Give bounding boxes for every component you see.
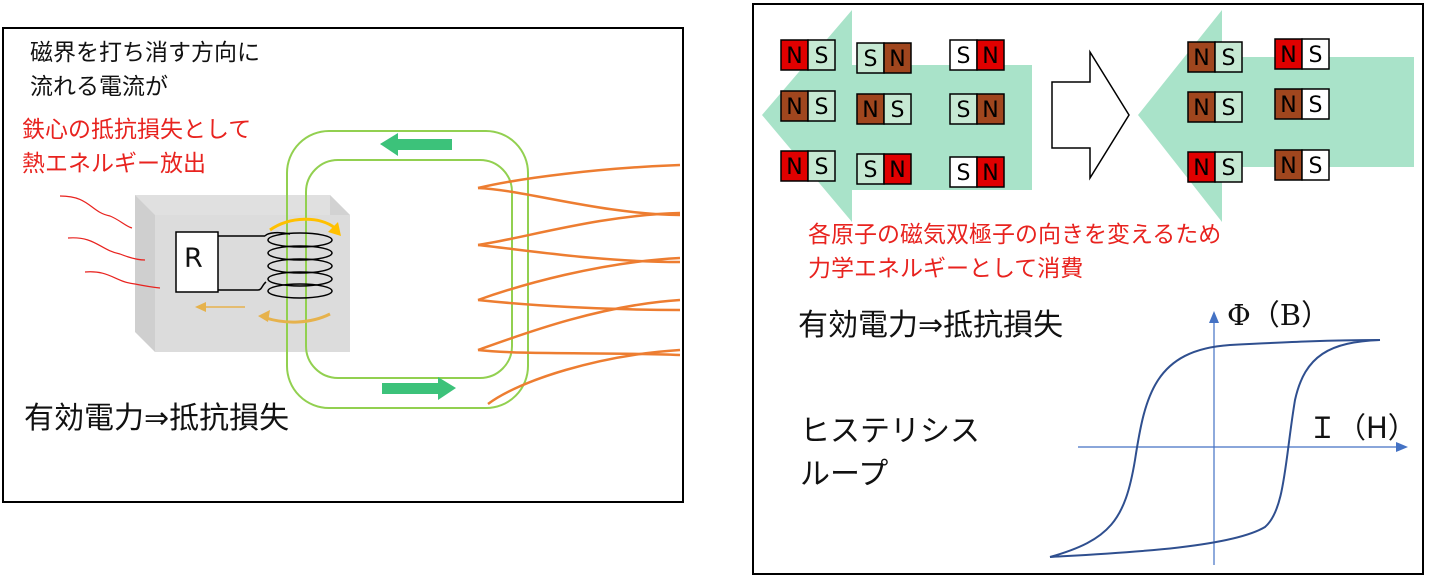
hysteresis-graph xyxy=(1049,311,1408,565)
magnet-n-pole xyxy=(1274,38,1303,70)
magnet-s-pole xyxy=(949,39,978,71)
magnet-s-pole xyxy=(1214,41,1243,73)
resistor-label: R xyxy=(184,243,203,274)
field-line xyxy=(487,348,681,406)
field-line xyxy=(477,256,681,302)
eddy-arrow-upper-icon xyxy=(328,222,341,236)
right-active-power-label: 有効電力⇒抵抗損失 xyxy=(798,308,1064,343)
magnetic-field-lines xyxy=(477,163,681,406)
hysteresis-loop-label: ヒステリシス ループ xyxy=(800,414,980,492)
magnet-s-label: S xyxy=(1222,96,1236,121)
magnet-n-label: N xyxy=(1193,96,1209,121)
magnet-s-label: S xyxy=(891,98,905,123)
magnet-s-pole xyxy=(1301,38,1330,70)
magnet-s-pole xyxy=(1301,88,1330,120)
transition-arrow-icon xyxy=(1051,49,1130,181)
magnet-n-pole xyxy=(1187,91,1216,123)
iron-loss-note: 鉄心の抵抗損失として 熱エネルギー放出 xyxy=(22,117,252,177)
flux-arrow-left-icon xyxy=(380,133,452,156)
magnet-s-label: S xyxy=(1309,43,1323,68)
eddy-arrow-lower-icon xyxy=(258,310,270,322)
magnet-s-label: S xyxy=(815,44,829,69)
magnet-s-pole xyxy=(807,150,836,182)
magnetic-core-outline xyxy=(286,130,529,409)
magnet-n-label: N xyxy=(1193,46,1209,71)
magnet-n-label: N xyxy=(786,95,802,120)
hysteresis-ascending-curve xyxy=(1049,339,1381,558)
magnet-n-pole xyxy=(856,93,885,125)
field-line xyxy=(477,211,681,247)
left-active-power-label: 有効電力⇒抵抗損失 xyxy=(24,401,290,436)
flux-direction-arrows xyxy=(380,133,456,400)
magnet-s-pole xyxy=(807,90,836,122)
magnet-s-label: S xyxy=(815,155,829,180)
magnet-s-label: S xyxy=(1309,154,1323,179)
magnet-n-label: N xyxy=(862,98,878,123)
magnet-n-label: N xyxy=(1280,93,1296,118)
magnet-n-label: N xyxy=(982,44,998,69)
magnet-s-pole xyxy=(1214,151,1243,183)
magnet-n-label: N xyxy=(786,155,802,180)
magnet-s-pole xyxy=(1214,91,1243,123)
magnet-s-pole xyxy=(949,156,978,188)
field-line xyxy=(477,298,681,352)
magnet-s-pole xyxy=(1301,149,1330,181)
magnet-n-pole xyxy=(780,90,809,122)
magnet-n-pole xyxy=(883,153,912,185)
magnet-n-label: N xyxy=(1280,154,1296,179)
magnet-n-pole xyxy=(976,156,1005,188)
magnet-n-label: N xyxy=(889,158,905,183)
magnet-n-pole xyxy=(1187,151,1216,183)
field-line xyxy=(477,348,681,357)
magnet-n-label: N xyxy=(1193,156,1209,181)
magnet-n-pole xyxy=(883,42,912,74)
magnet-n-pole xyxy=(1187,41,1216,73)
magnet-s-pole xyxy=(949,93,978,125)
magnet-n-label: N xyxy=(982,98,998,123)
x-axis-arrow-icon xyxy=(1396,442,1408,452)
current-note: 磁界を打ち消す方向に 流れる電流が xyxy=(30,40,260,100)
magnet-s-label: S xyxy=(864,47,878,72)
magnet-s-label: S xyxy=(864,158,878,183)
field-line xyxy=(477,298,681,312)
magnet-n-label: N xyxy=(889,47,905,72)
magnet-s-label: S xyxy=(1309,93,1323,118)
magnet-n-pole xyxy=(976,93,1005,125)
hysteresis-descending-curve xyxy=(1049,339,1381,558)
current-arrow-left-icon xyxy=(195,302,206,312)
y-axis-label: Φ（B） xyxy=(1227,298,1331,332)
eddy-current-arrows xyxy=(195,217,341,324)
magnet-s-label: S xyxy=(957,44,971,69)
magnet-s-pole xyxy=(856,42,885,74)
magnet-n-pole xyxy=(976,39,1005,71)
magnet-s-label: S xyxy=(1222,46,1236,71)
magnet-n-label: N xyxy=(982,161,998,186)
field-line xyxy=(477,163,681,190)
magnet-s-label: S xyxy=(1222,156,1236,181)
y-axis-arrow-icon xyxy=(1209,311,1219,323)
coil-winding xyxy=(267,232,333,299)
magnet-n-pole xyxy=(1274,88,1303,120)
magnet-n-pole xyxy=(780,150,809,182)
heat-radiation-lines xyxy=(59,195,161,289)
magnet-s-label: S xyxy=(815,95,829,120)
magnet-n-label: N xyxy=(786,44,802,69)
magnet-s-label: S xyxy=(957,161,971,186)
resistor-circuit xyxy=(175,231,291,293)
flux-arrow-right-icon xyxy=(382,377,456,400)
magnet-s-pole xyxy=(807,39,836,71)
field-line xyxy=(477,186,681,217)
hysteresis-panel xyxy=(752,3,1424,575)
magnet-s-label: S xyxy=(957,98,971,123)
magnet-s-pole xyxy=(883,93,912,125)
dipole-note: 各原子の磁気双極子の向きを変えるため 力学エネルギーとして消費 xyxy=(808,222,1222,282)
x-axis-label: Ｉ（H） xyxy=(1308,411,1417,445)
magnet-n-label: N xyxy=(1280,43,1296,68)
